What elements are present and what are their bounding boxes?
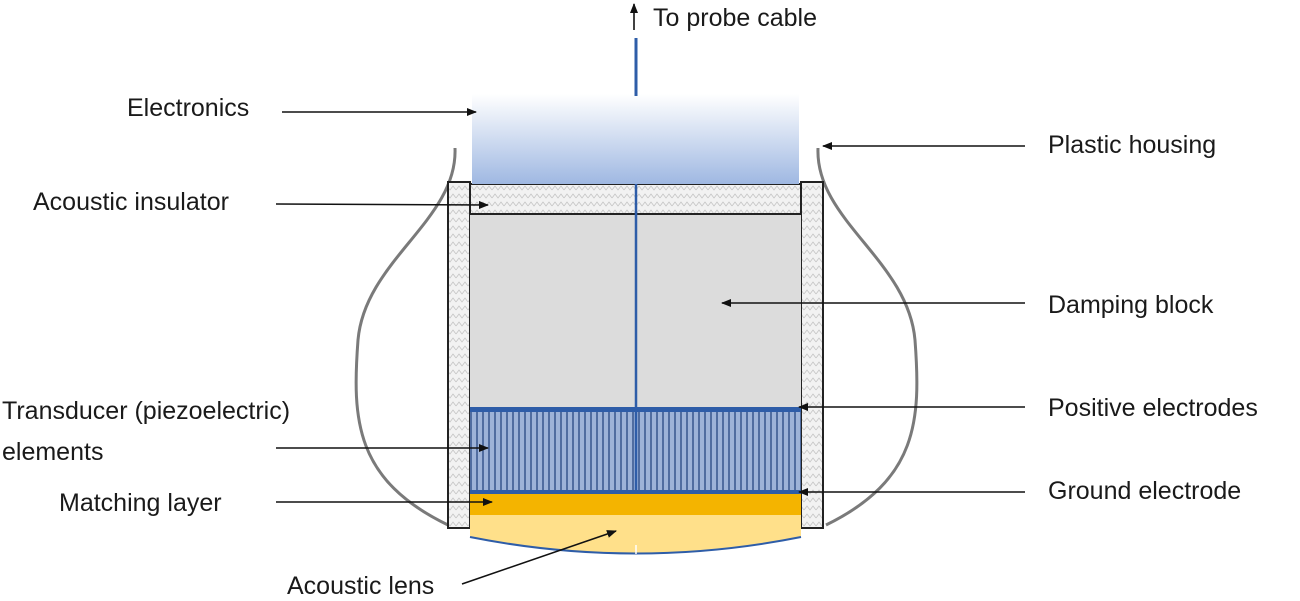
acoustic-insulator-arrow: [275, 200, 489, 209]
matching-layer: [470, 493, 801, 515]
plastic-housing-outline: [354, 147, 919, 527]
acoustic-lens-arrow: [461, 530, 617, 585]
left-housing-wall: [447, 181, 471, 529]
ground-electrode-label: Ground electrode: [1048, 477, 1241, 505]
probe-cable-label: To probe cable: [653, 4, 817, 32]
matching-layer-label: Matching layer: [59, 489, 222, 517]
electronics-block: [472, 94, 799, 184]
acoustic-lens-label: Acoustic lens: [287, 572, 434, 600]
plastic-housing-label: Plastic housing: [1048, 131, 1216, 159]
damping-block-label: Damping block: [1048, 291, 1214, 319]
right-housing-wall: [800, 181, 824, 529]
positive-electrodes-label: Positive electrodes: [1048, 394, 1258, 422]
acoustic-lens: [470, 515, 801, 554]
acoustic-insulator-label: Acoustic insulator: [33, 188, 229, 216]
transducer-label-line1: Transducer (piezoelectric): [2, 397, 290, 425]
electronics-label: Electronics: [127, 94, 249, 122]
transducer-label-line2: elements: [2, 438, 103, 466]
